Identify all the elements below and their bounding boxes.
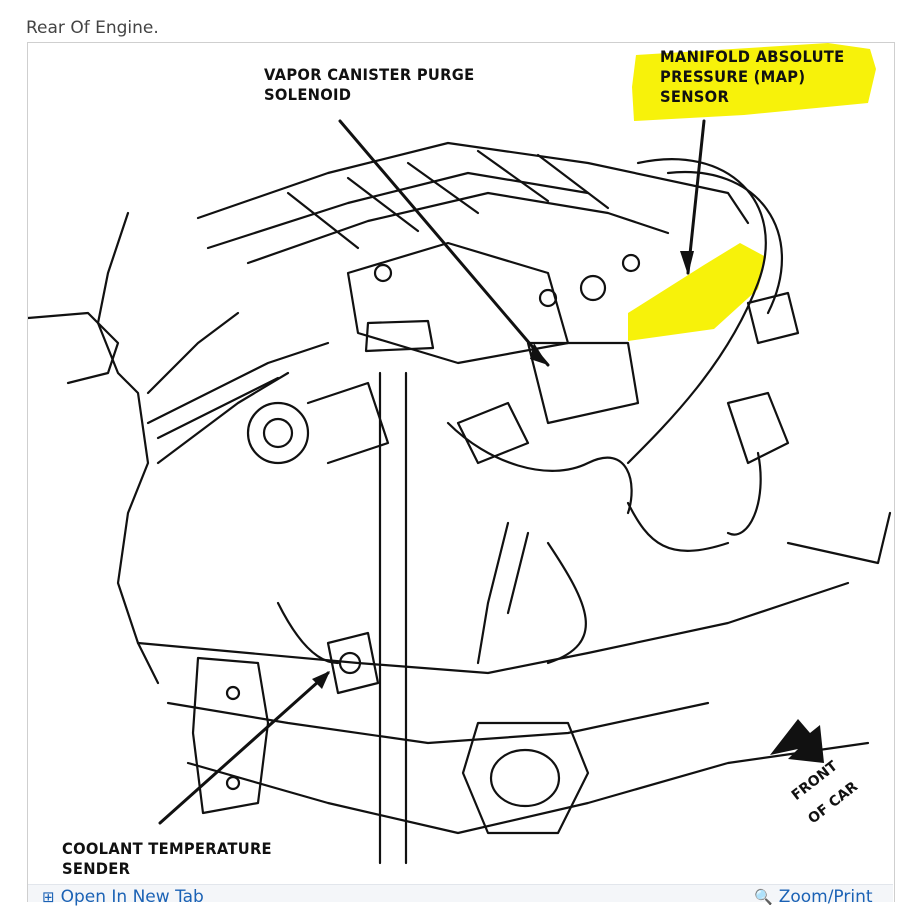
front-arrow-icon [770,719,824,763]
coolant-sender-label: COOLANT TEMPERATURE SENDER [62,839,272,878]
engine-diagram: VAPOR CANISTER PURGE SOLENOID MANIFOLD A… [27,42,895,902]
map-sensor-label: MANIFOLD ABSOLUTE PRESSURE (MAP) SENSOR [660,47,845,106]
map-sensor-highlight [628,243,766,341]
vapor-canister-label: VAPOR CANISTER PURGE SOLENOID [264,65,475,104]
image-caption: Rear Of Engine. [26,18,159,38]
open-new-tab-link[interactable]: ⊞Open In New Tab [42,887,204,907]
magnifier-icon: 🔍 [754,888,773,906]
front-of-car-label: FRONT OF CAR [788,758,861,828]
map-label-highlight [632,43,876,121]
engine-line-drawing [28,43,892,865]
image-toolbar: ⊞Open In New Tab 🔍Zoom/Print [28,884,893,907]
external-link-icon: ⊞ [42,888,55,906]
zoom-print-link[interactable]: 🔍Zoom/Print [754,887,873,907]
